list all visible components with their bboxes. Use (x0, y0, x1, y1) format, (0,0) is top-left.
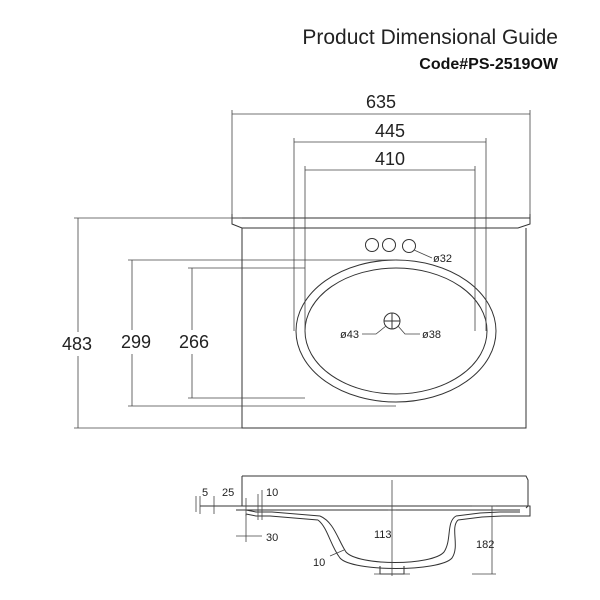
bowl-outline-outer (295, 259, 497, 403)
section-view: 113 182 10 5 25 10 30 (195, 475, 531, 576)
faucet-hole-right (402, 239, 416, 253)
dim-section-5: 5 (202, 487, 208, 499)
dim-section-25: 25 (222, 487, 234, 499)
faucet-hole-left (365, 238, 379, 252)
faucet-hole-center (382, 238, 396, 252)
dim-section-182: 182 (476, 539, 494, 551)
dim-bowl-inner-depth: 266 (179, 332, 209, 352)
dim-overall-width: 635 (366, 92, 396, 112)
page-title: Product Dimensional Guide (302, 26, 558, 49)
dim-section-10-bottom: 10 (313, 557, 325, 569)
dim-section-30: 30 (266, 532, 278, 544)
dim-bowl-inner-width: 410 (375, 149, 405, 169)
dim-drain-right: ø38 (422, 329, 441, 341)
dim-overall-depth: 483 (62, 334, 92, 354)
dim-section-113: 113 (374, 529, 392, 541)
top-view: ø32 ø43 ø38 635 445 410 483 29 (62, 92, 531, 429)
dim-bowl-outer-depth: 299 (121, 332, 151, 352)
dim-bowl-outer-width: 445 (375, 121, 405, 141)
bowl-outline-inner (304, 267, 488, 395)
dim-faucet-hole: ø32 (433, 253, 452, 265)
dim-drain-left: ø43 (340, 329, 359, 341)
dim-section-10-top: 10 (266, 487, 278, 499)
product-code: Code#PS-2519OW (419, 56, 558, 73)
